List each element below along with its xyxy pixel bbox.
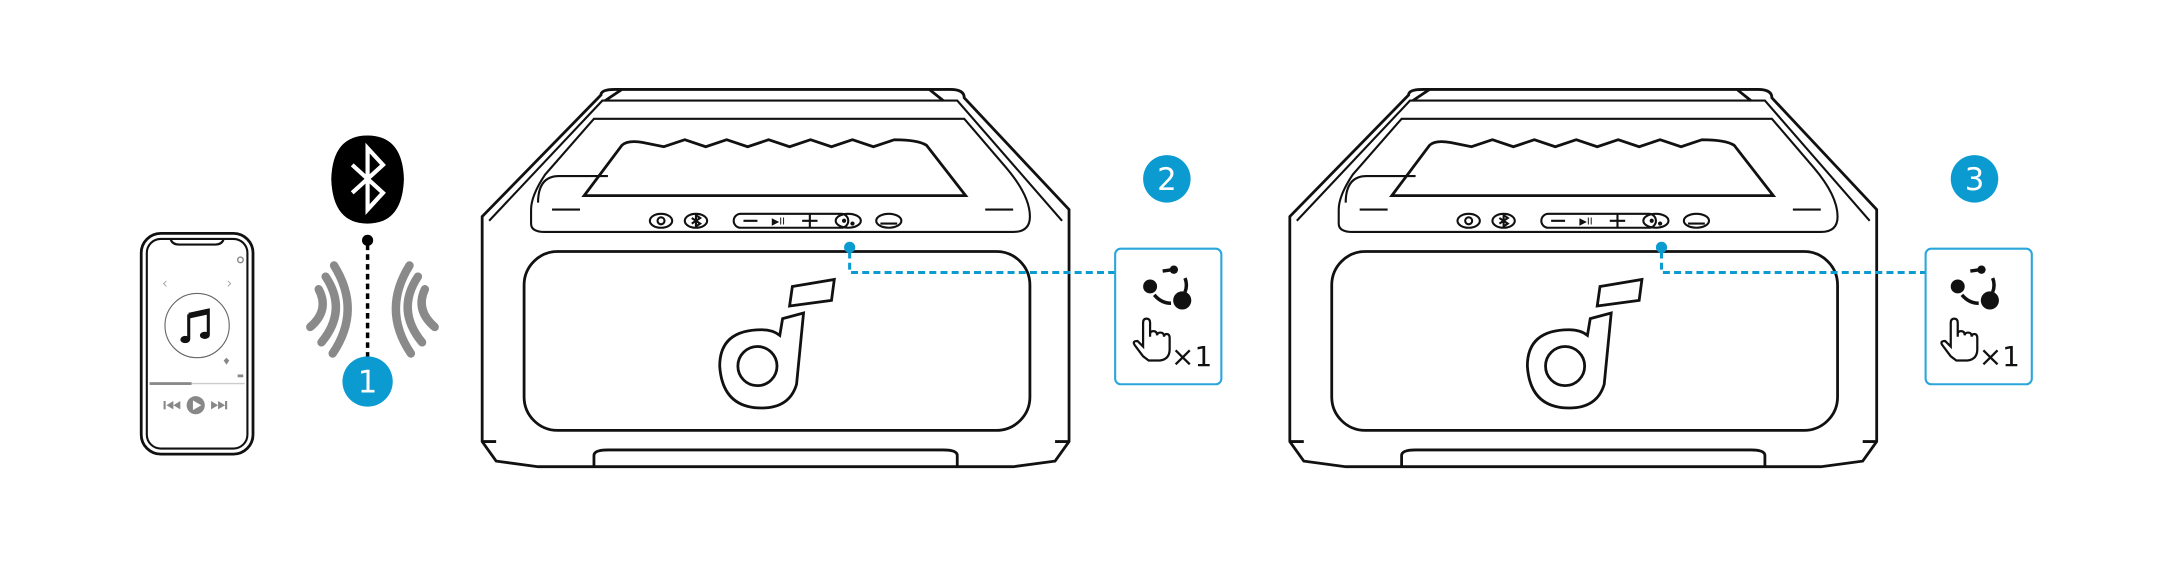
speaker-1 [480,88,1071,469]
play-pause-button-label[interactable]: ▶II [772,216,785,227]
music-note-icon [180,308,210,344]
speaker-2 [1288,88,1879,469]
progress-bar[interactable] [149,382,192,385]
step-2-badge: 2 [1143,155,1191,203]
signal-waves-right [391,261,439,358]
press-count: ×1 [1979,340,2020,373]
album-art [164,292,230,359]
step-1-number: 1 [358,365,378,401]
smartphone [139,231,255,456]
previous-icon[interactable] [163,401,181,410]
step-2-number: 2 [1157,162,1177,198]
press-count: ×1 [1171,340,1212,373]
signal-waves-left [306,261,352,358]
step-1-badge: 1 [342,356,393,407]
play-pause-button-label[interactable]: ▶II [1579,216,1592,227]
step-3-callout: ×1 [1924,247,2033,386]
next-icon[interactable] [211,401,228,410]
step-2-callout: ×1 [1114,247,1223,386]
bluetooth-icon [331,135,404,224]
step-3-number: 3 [1965,162,1985,198]
step-3-badge: 3 [1950,155,1999,203]
